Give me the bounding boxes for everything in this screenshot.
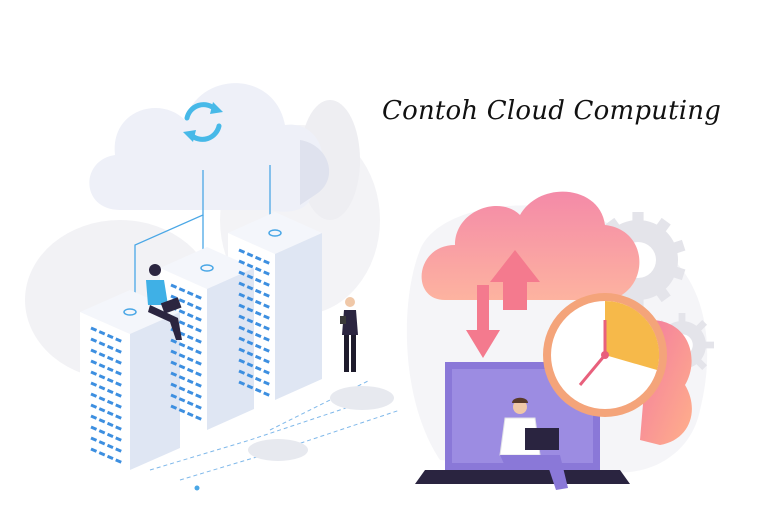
server-panel-line <box>90 403 124 421</box>
server-panel-line <box>238 336 272 354</box>
person-with-laptop-left <box>146 264 182 340</box>
server-panel-line <box>90 326 124 344</box>
server-panel-line <box>90 348 124 366</box>
server-panel-line <box>90 436 124 454</box>
server-panel-line <box>170 393 204 411</box>
person-with-laptop-right <box>499 397 568 490</box>
server-panel-line <box>238 358 272 376</box>
server-panel-line <box>90 447 124 465</box>
server-panel-line <box>170 283 204 301</box>
server-panel-line <box>90 381 124 399</box>
server-panel-line <box>238 281 272 299</box>
server-panel-line <box>90 414 124 432</box>
cloud-sync-icon <box>183 102 223 142</box>
server-panel-line <box>238 270 272 288</box>
clock-icon <box>543 293 667 417</box>
server-panel-line <box>170 404 204 422</box>
server-panel-line <box>238 292 272 310</box>
server-panel-line <box>238 314 272 332</box>
upload-download-arrows-icon <box>466 250 540 358</box>
server-panel-line <box>238 380 272 398</box>
page-title: Contoh Cloud Computing <box>382 96 722 126</box>
server-panel-line <box>238 325 272 343</box>
cloud-connectors <box>134 165 271 300</box>
server-panel-line <box>170 349 204 367</box>
server-panel-line <box>238 347 272 365</box>
server-panel-line <box>238 248 272 266</box>
person-standing <box>340 297 358 372</box>
server-panel-line <box>170 360 204 378</box>
server-panel-line <box>238 369 272 387</box>
floor-platforms <box>194 386 394 491</box>
floor-circuit-lines <box>149 379 401 481</box>
server-panel-line <box>90 370 124 388</box>
server-panel-line <box>170 371 204 389</box>
cloud-shape <box>89 83 330 212</box>
server-panel-line <box>238 303 272 321</box>
server-panel-line <box>90 337 124 355</box>
server-panel-line <box>238 259 272 277</box>
server-panel-line <box>170 382 204 400</box>
server-panel-lines <box>90 248 272 465</box>
server-panel-line <box>90 425 124 443</box>
server-panel-line <box>90 359 124 377</box>
server-panel-line <box>90 392 124 410</box>
server-panel-line <box>170 338 204 356</box>
